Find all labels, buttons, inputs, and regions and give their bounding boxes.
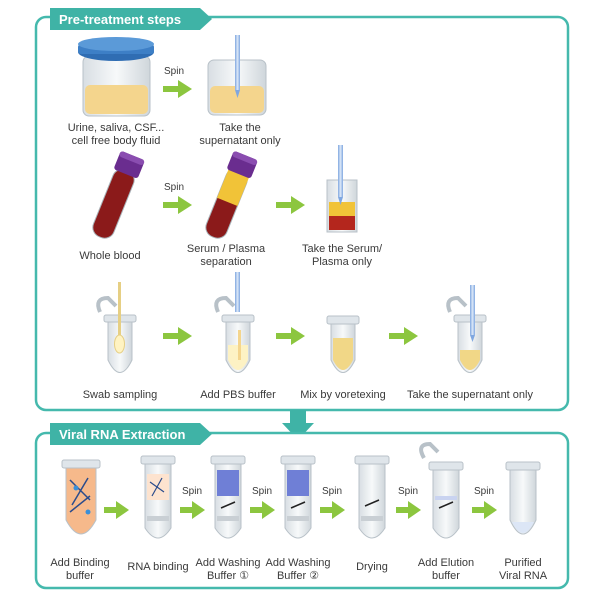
row3-step2-label: Add PBS buffer: [200, 389, 276, 401]
ext-step4-label-line1: Add Washing: [265, 557, 330, 569]
row3-step3-label: Mix by voretexing: [300, 389, 386, 401]
ext-spin4-label: Spin: [398, 486, 418, 497]
row3-arrow1-icon: [163, 327, 192, 345]
row1-step1-label-line2: cell free body fluid: [72, 135, 161, 147]
ext-spin5-label: Spin: [474, 486, 494, 497]
row2-step2-label-line2: separation: [200, 256, 251, 268]
rna-binding-column-icon: [140, 455, 176, 539]
row2-arrow2-icon: [276, 196, 305, 214]
row2-step3-label-line2: Plasma only: [312, 256, 372, 268]
row1-step2-label-line2: supernatant only: [199, 135, 281, 147]
row3-step1-label: Swab sampling: [83, 389, 158, 401]
row2-step1-label: Whole blood: [79, 250, 140, 262]
row1-step1-label-line1: Urine, saliva, CSF...: [68, 122, 165, 134]
extraction-header-tab: [50, 423, 212, 445]
row2-spin1-label: Spin: [164, 182, 184, 193]
row1-spin-label: Spin: [164, 66, 184, 77]
ext-step1-label-line1: Add Binding: [50, 557, 109, 569]
down-arrow-icon: [282, 410, 314, 440]
washing-buffer-2-column-icon: [280, 455, 316, 539]
ext-step3-label-line2: Buffer ①: [207, 570, 249, 582]
row3-step4-label: Take the supernatant only: [407, 389, 533, 401]
row3-arrow2-icon: [276, 327, 305, 345]
row2-step3-label-line1: Take the Serum/: [302, 243, 383, 255]
ext-arrow4-icon: [320, 501, 345, 519]
ext-arrow1-icon: [104, 501, 129, 519]
ext-arrow5-icon: [396, 501, 421, 519]
ext-spin3-label: Spin: [322, 486, 342, 497]
ext-step6-label-line1: Add Elution: [418, 557, 474, 569]
supernatant-cup-icon: [207, 35, 267, 116]
ext-step2-label-line1: RNA binding: [127, 561, 188, 573]
ext-step3-label-line1: Add Washing: [195, 557, 260, 569]
swab-tube-icon: [96, 282, 137, 373]
vortex-tube-icon: [326, 315, 360, 373]
ext-spin2-label: Spin: [252, 486, 272, 497]
ext-step6-label-line2: buffer: [432, 570, 460, 582]
ext-arrow3-icon: [250, 501, 275, 519]
ext-step4-label-line2: Buffer ②: [277, 570, 319, 582]
purified-rna-tube-icon: [505, 461, 541, 535]
extraction-title: Viral RNA Extraction: [59, 427, 185, 442]
drying-column-icon: [354, 455, 390, 539]
separated-blood-tube-icon: [205, 151, 258, 239]
ext-step7-label-line1: Purified: [504, 557, 541, 569]
binding-buffer-tube-icon: [61, 459, 101, 535]
serum-tube-icon: [326, 145, 358, 233]
ext-spin1-label: Spin: [182, 486, 202, 497]
pretreatment-title: Pre-treatment steps: [59, 12, 181, 27]
washing-buffer-1-column-icon: [210, 455, 246, 539]
pretreatment-header-tab: [50, 8, 212, 30]
elution-column-icon: [419, 441, 464, 539]
row2-step2-label-line1: Serum / Plasma: [187, 243, 266, 255]
pbs-tube-icon: [214, 272, 255, 373]
ext-arrow2-icon: [180, 501, 205, 519]
ext-step7-label-line2: Viral RNA: [499, 570, 548, 582]
ext-step1-label-line2: buffer: [66, 570, 94, 582]
ext-arrow6-icon: [472, 501, 497, 519]
row3-arrow3-icon: [389, 327, 418, 345]
row2-arrow1-icon: [163, 196, 192, 214]
supernatant-tube-icon: [446, 285, 487, 373]
ext-step5-label-line1: Drying: [356, 561, 388, 573]
row1-arrow-icon: [163, 80, 192, 98]
row1-step2-label-line1: Take the: [219, 122, 261, 134]
whole-blood-tube-icon: [92, 151, 145, 239]
sample-cup-icon: [78, 37, 154, 117]
